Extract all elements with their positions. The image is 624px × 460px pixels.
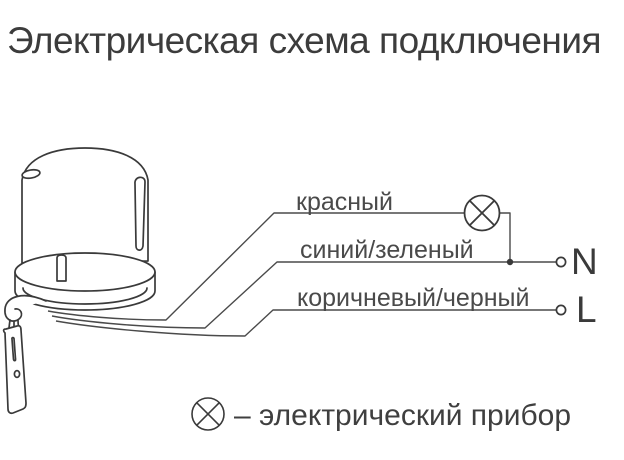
red-wire-label: красный [296,188,393,216]
flange-tab [56,254,67,282]
device-body [21,147,149,264]
brown-black-wire-line [55,309,556,337]
terminal-n-label: N [571,241,598,282]
blue-green-wire-line [51,261,556,329]
terminal-l-circle [555,304,567,316]
wires [47,212,556,337]
device-clip-detail [134,176,146,251]
terminal-l-label: L [576,289,597,330]
bracket-hook [4,294,47,322]
photocell-device-illustration [2,147,156,415]
brown-black-wire-label: коричневый/черный [297,284,529,312]
red-wire-line [47,212,465,321]
bracket-hole [13,369,21,379]
legend: – электрический прибор [191,397,571,432]
flange-inner-rim [22,287,148,305]
lamp-x-stroke-2 [468,199,496,227]
lamp-to-neutral-line [499,212,511,262]
page-title: Электрическая схема подключения [7,20,602,61]
junction-dot [506,258,514,266]
lamp-symbol-icon [463,194,501,232]
legend-lamp-icon [191,397,225,431]
blue-green-wire-label: синий/зеленый [300,236,474,264]
flange-top-rim [14,252,156,292]
bracket-slot [11,336,17,362]
legend-text: – электрический прибор [234,399,571,432]
legend-lamp-x-stroke-2 [196,402,220,426]
legend-lamp-circle [191,397,225,431]
device-vent-detail [21,168,41,180]
terminal-n-circle [555,256,567,268]
bracket-strap [2,324,27,415]
